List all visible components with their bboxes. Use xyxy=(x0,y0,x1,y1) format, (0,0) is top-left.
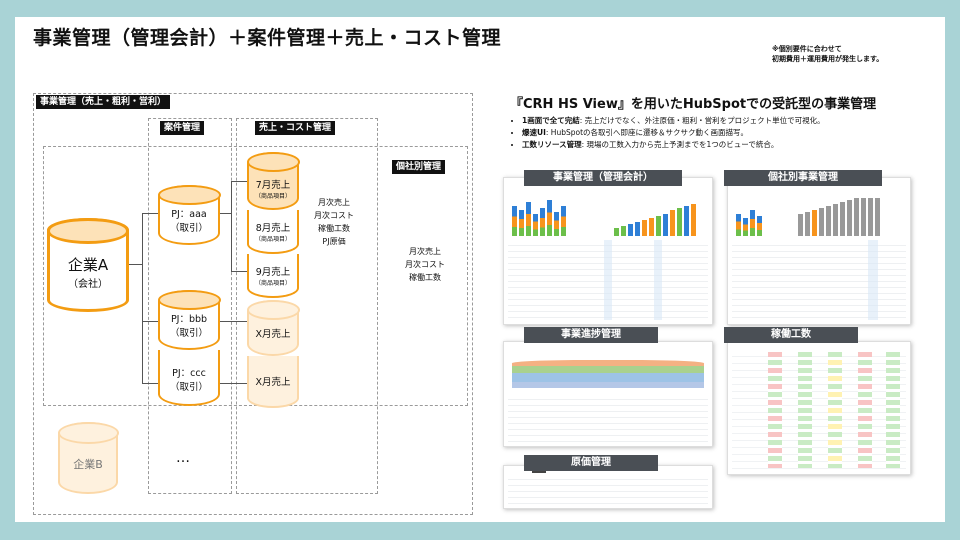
connector xyxy=(219,383,247,384)
label-business: 事業管理（売上・粗利・営利） xyxy=(36,95,171,109)
connector xyxy=(219,321,247,322)
feature-item: 1画面で全て完結: 売上だけでなく、外注原価・粗利・営利をプロジェクト単位で可視… xyxy=(522,115,825,127)
company-a-name: 企業A xyxy=(67,256,109,274)
xmonth-cylinder-2: X月売上 xyxy=(247,356,299,408)
thumb-heat-table xyxy=(732,350,906,470)
thumb-title-workload: 稼働工数 xyxy=(724,327,858,343)
thumb-bars xyxy=(798,196,880,236)
label-case: 案件管理 xyxy=(160,121,205,135)
thumb-bars xyxy=(736,200,762,236)
company-b-cylinder: 企業B xyxy=(57,421,119,494)
month-9-cylinder: 9月売上 （商品項目） xyxy=(247,254,299,298)
thumb-progress xyxy=(503,341,713,447)
thumb-table xyxy=(508,394,708,442)
thumb-table xyxy=(732,240,906,320)
subtitle: 『CRH HS View』を用いたHubSpotでの受託型の事業管理 xyxy=(510,97,877,112)
pj-ccc-cylinder: PJ：ccc （取引） xyxy=(158,350,220,406)
thumb-workload xyxy=(727,341,911,475)
label-sales: 売上・コスト管理 xyxy=(255,121,336,135)
label-company: 個社別管理 xyxy=(392,160,446,174)
thumb-table xyxy=(508,474,708,506)
connector xyxy=(142,213,158,214)
connector xyxy=(142,213,143,383)
company-a-cylinder: 企業A （会社） xyxy=(47,218,129,312)
company-a-sub: （会社） xyxy=(68,279,108,290)
connector xyxy=(219,213,231,214)
company-metrics: 月次売上 月次コスト 稼働工数 xyxy=(405,247,445,282)
ellipsis: … xyxy=(176,450,190,466)
connector xyxy=(142,383,158,384)
cost-note: ※個別要件に合わせて 初期費用＋運用費用が発生します。 xyxy=(772,45,884,63)
month-7-cylinder: 7月売上 （商品項目） xyxy=(246,151,300,210)
connector xyxy=(128,264,142,265)
thumb-area-chart xyxy=(512,356,704,390)
pj-aaa-cylinder: PJ：aaa （取引） xyxy=(157,184,221,245)
pj-bbb-cylinder: PJ：bbb （取引） xyxy=(157,289,221,350)
thumb-management-accounting xyxy=(503,177,713,325)
connector xyxy=(231,271,247,272)
thumb-title-management: 事業管理（管理会計） xyxy=(524,170,682,186)
case-region xyxy=(148,118,232,494)
thumb-title-progress: 事業進捗管理 xyxy=(524,327,658,343)
thumb-cost xyxy=(503,465,713,509)
page-title: 事業管理（管理会計）＋案件管理＋売上・コスト管理 xyxy=(33,27,502,49)
month-8-cylinder: 8月売上 （商品項目） xyxy=(247,210,299,254)
feature-item: 爆速UI: HubSpotの各取引へ即座に遷移＆サクサク動く画面描写。 xyxy=(522,127,825,139)
feature-item: 工数リソース管理: 現場の工数入力から売上予測までを1つのビューで統合。 xyxy=(522,139,825,151)
thumb-company-management xyxy=(727,177,911,325)
connector xyxy=(142,321,158,322)
business-region xyxy=(33,93,473,515)
thumb-bars xyxy=(614,200,696,236)
sales-region xyxy=(236,118,378,494)
feature-list: 1画面で全て完結: 売上だけでなく、外注原価・粗利・営利をプロジェクト単位で可視… xyxy=(508,115,825,151)
thumb-bars xyxy=(512,196,566,236)
thumb-title-company: 個社別事業管理 xyxy=(724,170,882,186)
connector xyxy=(231,181,232,271)
thumb-title-cost: 原価管理 xyxy=(524,455,658,471)
xmonth-cylinder-1: X月売上 xyxy=(246,299,300,356)
pj-metrics: 月次売上 月次コスト 稼働工数 PJ原価 xyxy=(314,198,354,246)
connector xyxy=(231,181,247,182)
